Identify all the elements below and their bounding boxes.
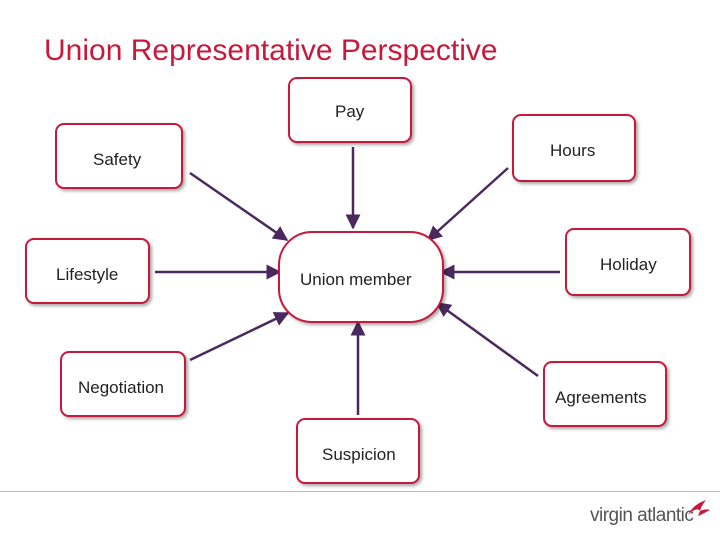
node-lifestyle: Lifestyle: [25, 238, 150, 304]
node-pay-label: Pay: [335, 102, 365, 121]
node-safety: Safety: [55, 123, 183, 189]
node-agreements-label: Agreements: [555, 388, 647, 407]
arrow-safety: [189, 171, 289, 242]
node-negotiation: Negotiation: [60, 351, 186, 417]
node-suspicion: Suspicion: [296, 418, 420, 484]
node-safety-label: Safety: [93, 150, 142, 169]
node-negotiation-label: Negotiation: [78, 378, 165, 397]
node-agreements: Agreements: [543, 361, 667, 427]
virgin-atlantic-logo: virgin atlantic: [590, 505, 694, 526]
arrow-negotiation: [189, 311, 290, 362]
node-lifestyle-label: Lifestyle: [56, 265, 119, 284]
arrow-hours: [426, 167, 509, 242]
node-holiday-label: Holiday: [600, 255, 657, 274]
node-hours: Hours: [512, 114, 636, 182]
node-suspicion-label: Suspicion: [322, 445, 396, 464]
footer-divider: [0, 491, 720, 492]
node-union-member-label: Union member: [300, 270, 412, 289]
slide-title: Union Representative Perspective: [44, 34, 498, 67]
node-hours-label: Hours: [550, 141, 596, 160]
node-pay: Pay: [288, 77, 412, 143]
node-holiday: Holiday: [565, 228, 691, 296]
node-union-member: Union member: [278, 231, 444, 323]
arrow-agreements: [435, 301, 539, 378]
flying-lady-icon: [688, 500, 710, 516]
